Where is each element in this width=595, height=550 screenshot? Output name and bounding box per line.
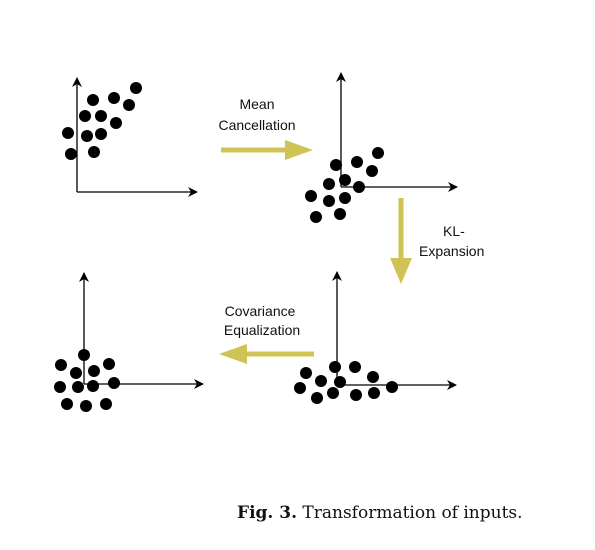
- label-kl-expansion-line1: KL-: [443, 223, 465, 239]
- figure-caption: Fig. 3. Transformation of inputs.: [237, 503, 523, 523]
- label-kl-expansion-line2: Expansion: [419, 243, 484, 259]
- label-covariance-equalization-line2: Equalization: [224, 322, 300, 338]
- plot-covariance-equalized: [54, 272, 204, 412]
- data-points: [62, 82, 142, 160]
- label-covariance-equalization-line1: Covariance: [225, 303, 296, 319]
- arrow-covariance-equalization: [219, 344, 314, 364]
- plot-kl-expanded: [294, 271, 457, 404]
- data-points: [305, 147, 384, 223]
- plot-original: [62, 77, 198, 197]
- data-points: [54, 349, 120, 412]
- figure-number: Fig. 3.: [237, 503, 297, 523]
- label-mean-cancellation-line1: Mean: [239, 96, 274, 112]
- figure-caption-text: Transformation of inputs.: [302, 503, 523, 523]
- arrow-mean-cancellation: [221, 140, 313, 160]
- plot-mean-cancelled: [305, 72, 458, 223]
- arrow-kl-expansion: [390, 198, 412, 284]
- label-mean-cancellation-line2: Cancellation: [218, 117, 295, 133]
- data-points: [294, 361, 398, 404]
